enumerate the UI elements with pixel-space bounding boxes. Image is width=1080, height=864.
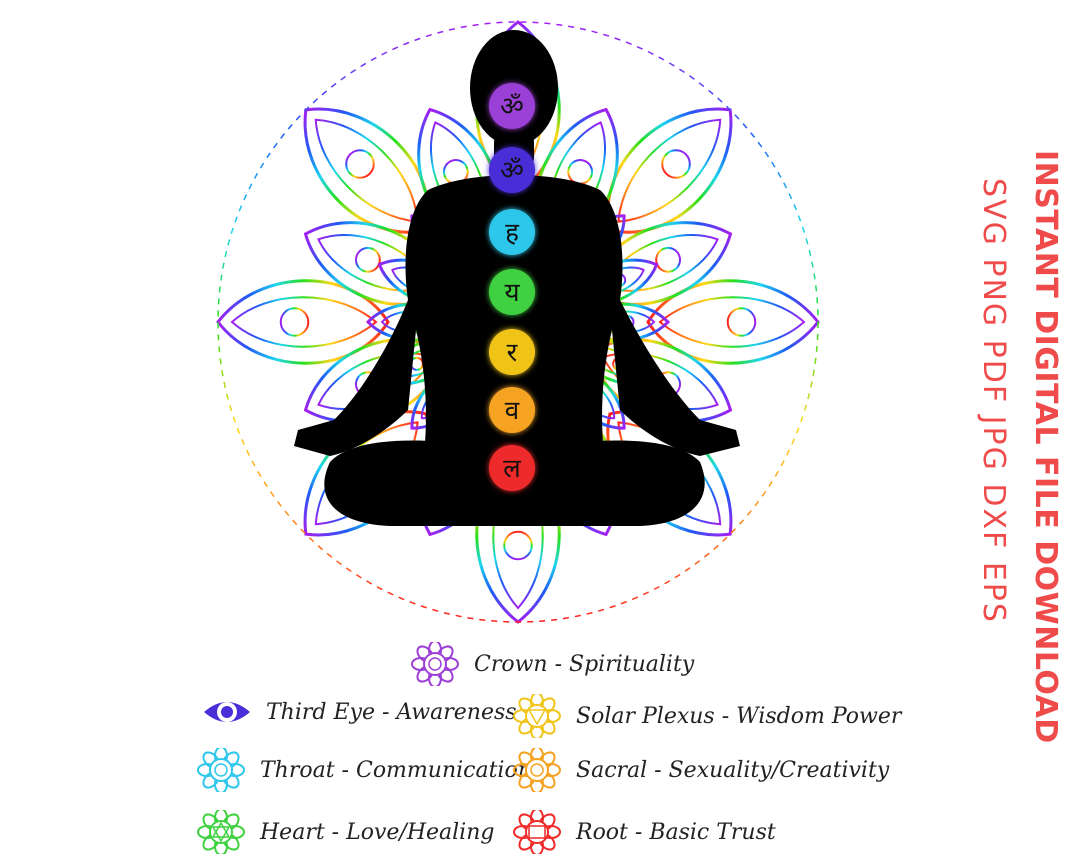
svg-text:र: र (507, 338, 519, 368)
heart-chakra-icon (197, 810, 245, 854)
crown-chakra-icon (411, 642, 459, 686)
root-chakra-icon (513, 810, 561, 854)
legend-label-throat: Throat - Communication (260, 757, 532, 783)
instant-download-banner: INSTANT DIGITAL FILE DOWNLOAD (1028, 150, 1063, 744)
chakra-orb-throat: ह (489, 209, 535, 255)
legend-item-solar-plexus: Solar Plexus - Wisdom Power (512, 694, 901, 738)
svg-text:व: व (505, 396, 520, 426)
legend-item-throat: Throat - Communication (196, 748, 532, 792)
legend-label-solar-plexus: Solar Plexus - Wisdom Power (576, 703, 902, 729)
svg-text:ॐ: ॐ (500, 156, 524, 186)
chakra-orb-solar-plexus: र (489, 329, 535, 375)
legend-item-root: Root - Basic Trust (512, 810, 776, 854)
solar-plexus-chakra-icon (513, 694, 561, 738)
svg-text:य: य (504, 278, 520, 308)
throat-chakra-icon (197, 748, 245, 792)
third-eye-chakra-icon (204, 702, 250, 722)
legend-label-heart: Heart - Love/Healing (260, 819, 495, 845)
legend-label-crown: Crown - Spirituality (474, 651, 695, 677)
legend-item-crown: Crown - Spirituality (410, 642, 694, 686)
svg-text:ह: ह (505, 218, 520, 248)
legend-label-sacral: Sacral - Sexuality/Creativity (576, 757, 890, 783)
svg-text:ॐ: ॐ (500, 92, 524, 122)
legend-item-third-eye: Third Eye - Awareness (196, 690, 517, 734)
legend-label-third-eye: Third Eye - Awareness (266, 699, 517, 725)
legend-item-heart: Heart - Love/Healing (196, 810, 494, 854)
legend-label-root: Root - Basic Trust (576, 819, 776, 845)
svg-text:ल: ल (503, 454, 521, 484)
file-formats-banner: SVG PNG PDF JPG DXF EPS (976, 178, 1011, 624)
chakra-orb-crown: ॐ (489, 83, 535, 129)
sacral-chakra-icon (513, 748, 561, 792)
legend-item-sacral: Sacral - Sexuality/Creativity (512, 748, 889, 792)
chakra-orb-third-eye: ॐ (489, 147, 535, 193)
chakra-orb-root: ल (489, 445, 535, 491)
chakra-orb-heart: य (489, 269, 535, 315)
chakra-orb-sacral: व (489, 387, 535, 433)
